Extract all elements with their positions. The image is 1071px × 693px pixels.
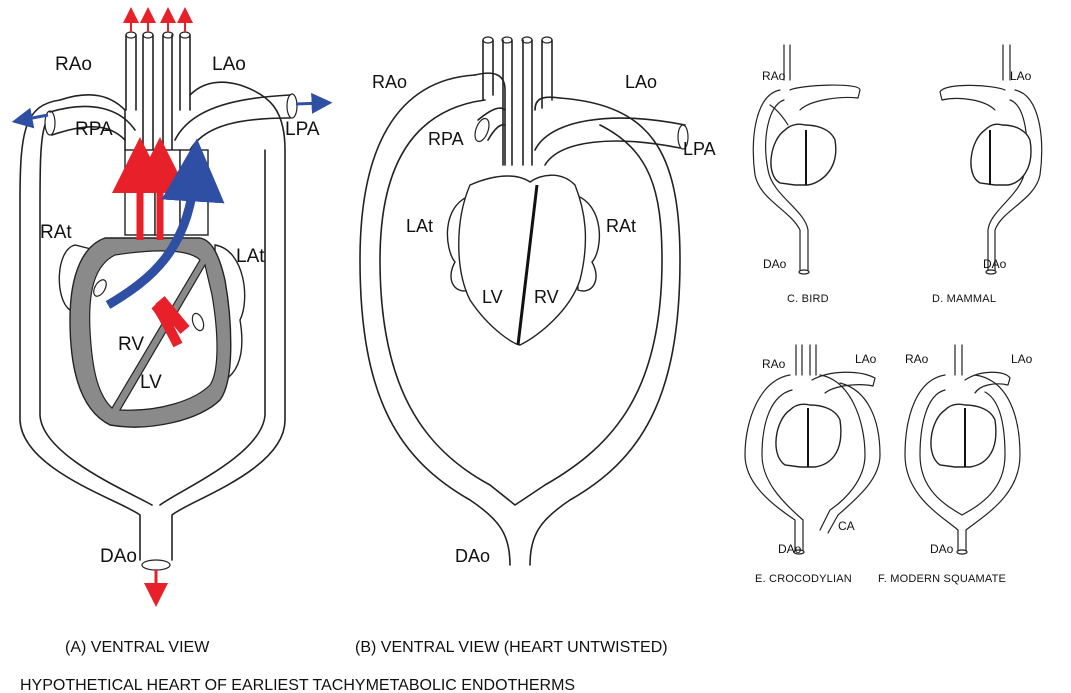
- caption-e: E. CROCODYLIAN: [755, 573, 852, 585]
- label-dao-b: DAo: [455, 546, 490, 566]
- label-rat-a: RAt: [40, 222, 72, 243]
- caption-c: C. BIRD: [787, 293, 829, 305]
- panel-f: RAo LAo DAo F. MODERN SQUAMATE: [878, 345, 1033, 585]
- label-lv-b: LV: [482, 287, 503, 307]
- caption-d: D. MAMMAL: [932, 293, 996, 305]
- label-lpa-a: LPA: [285, 119, 320, 140]
- label-lao-a: LAo: [212, 54, 246, 75]
- label-rpa-b: RPA: [428, 129, 464, 149]
- label-lao-b: LAo: [625, 72, 657, 92]
- label-lao-e: LAo: [855, 352, 877, 366]
- label-rao-c: RAo: [762, 69, 786, 83]
- label-lao-f: LAo: [1011, 352, 1033, 366]
- panel-d: LAo DAo D. MAMMAL: [932, 45, 1042, 305]
- panel-c: RAo DAo C. BIRD: [753, 45, 860, 305]
- caption-f: F. MODERN SQUAMATE: [878, 573, 1006, 585]
- caption-b: (B) VENTRAL VIEW (HEART UNTWISTED): [355, 639, 668, 656]
- main-caption: HYPOTHETICAL HEART OF EARLIEST TACHYMETA…: [20, 677, 575, 693]
- label-dao-a: DAo: [100, 546, 137, 567]
- label-dao-f: DAo: [930, 542, 954, 556]
- label-rao-b: RAo: [372, 72, 407, 92]
- label-rao-a: RAo: [55, 54, 92, 75]
- label-rao-e: RAo: [762, 357, 786, 371]
- panel-a: RAo LAo RPA LPA RAt LAt RV LV DAo: [20, 15, 322, 595]
- label-rao-f: RAo: [905, 352, 929, 366]
- label-ca-e: CA: [838, 519, 855, 533]
- label-lpa-b: LPA: [683, 139, 716, 159]
- label-rv-b: RV: [534, 287, 559, 307]
- label-rpa-a: RPA: [75, 119, 113, 140]
- label-lat-a: LAt: [236, 246, 265, 267]
- caption-a: (A) VENTRAL VIEW: [65, 639, 210, 656]
- label-lao-d: LAo: [1010, 69, 1032, 83]
- label-rv-a: RV: [118, 334, 144, 355]
- label-lat-b: LAt: [406, 216, 433, 236]
- label-dao-d: DAo: [983, 257, 1007, 271]
- panel-b: RAo LAo RPA LPA LAt RAt LV RV DAo: [360, 37, 716, 566]
- label-dao-e: DAo: [778, 542, 802, 556]
- label-lv-a: LV: [140, 372, 162, 393]
- label-rat-b: RAt: [606, 216, 636, 236]
- panel-e: RAo LAo CA DAo E. CROCODYLIAN: [745, 345, 880, 585]
- label-dao-c: DAo: [763, 257, 787, 271]
